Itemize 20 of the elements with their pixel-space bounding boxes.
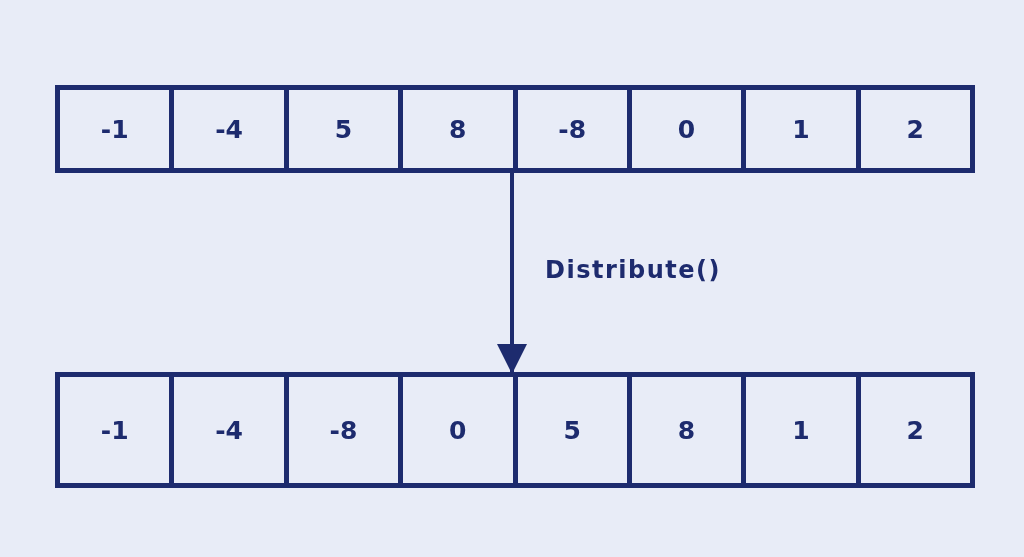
edge-label: Distribute() xyxy=(545,256,721,284)
cell-value: 5 xyxy=(563,415,581,445)
cell-value: 5 xyxy=(334,114,353,144)
cell-value: -8 xyxy=(558,114,587,144)
cell-value: 0 xyxy=(677,114,696,144)
cell-value: 1 xyxy=(792,114,810,144)
cell-value: 1 xyxy=(792,415,810,445)
cell-value: -4 xyxy=(215,415,243,445)
cell-value: -4 xyxy=(215,114,243,144)
cell-value: -8 xyxy=(329,415,358,445)
cell-value: 8 xyxy=(677,415,696,445)
cell-value: 8 xyxy=(449,114,467,144)
cell-value: 0 xyxy=(449,415,467,445)
cell-value: 2 xyxy=(906,415,924,445)
cell-value: -1 xyxy=(100,114,129,144)
cell-value: -1 xyxy=(100,415,129,445)
array-box xyxy=(55,372,975,488)
cell-value: 2 xyxy=(906,114,924,144)
arrow xyxy=(497,173,527,374)
array-box xyxy=(55,85,975,173)
